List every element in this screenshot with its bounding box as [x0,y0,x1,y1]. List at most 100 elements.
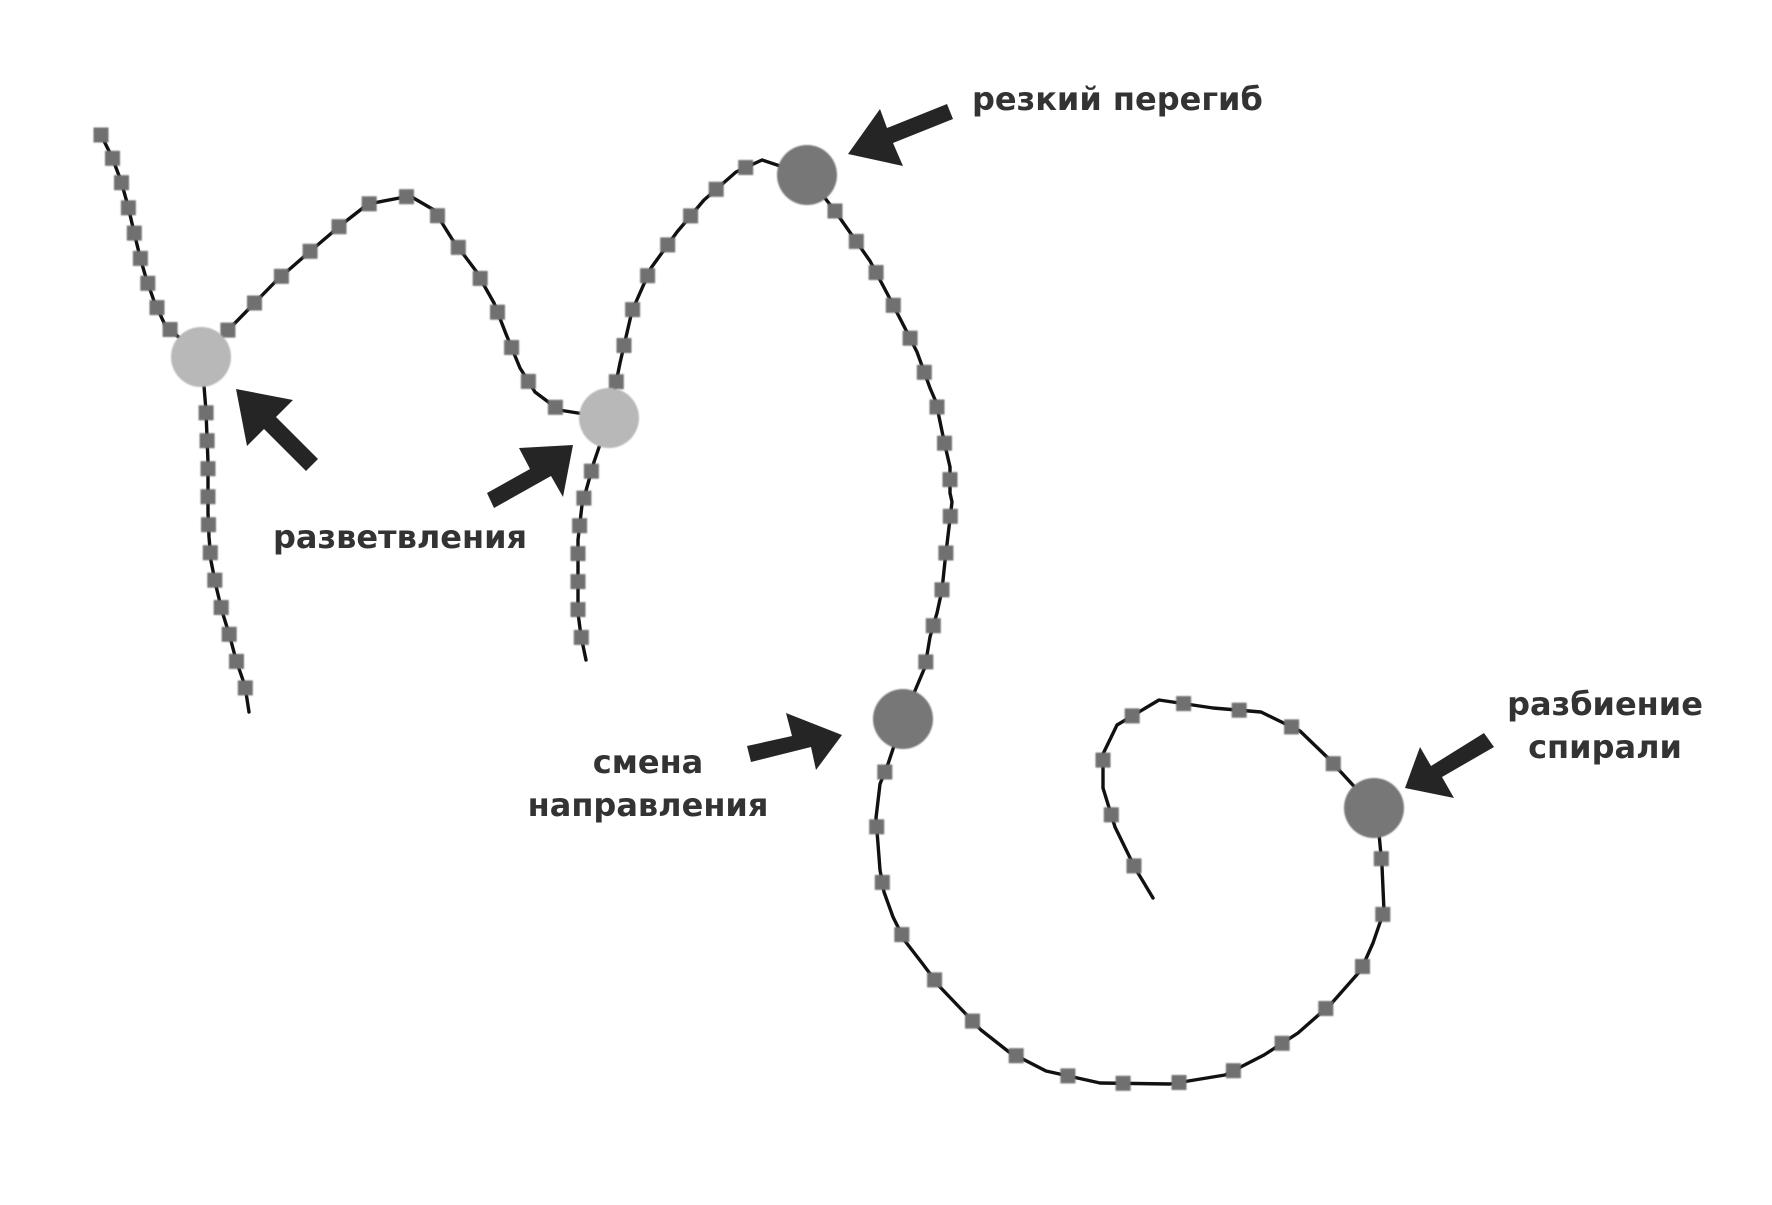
arrow-icon [236,389,318,471]
arrow-icon [1405,733,1494,798]
sample-marker [877,764,893,780]
label-sharp-bend: резкий перегиб [972,80,1263,118]
sample-marker [1225,1063,1241,1079]
sample-marker [738,160,754,175]
sample-marker [120,200,136,216]
sample-marker [126,225,142,241]
sample-marker [916,364,932,380]
sample-marker [942,472,958,488]
sample-marker [331,219,347,235]
arrow-icon [487,445,573,508]
sample-marker [965,1013,980,1029]
sample-marker [902,330,918,346]
sample-marker [201,517,216,533]
sample-marker [1008,1048,1024,1064]
sample-marker [199,433,215,449]
sample-marker [925,618,941,634]
arrow-icon [747,713,842,770]
sample-marker [570,546,586,562]
sample-marker [934,582,950,598]
sample-marker [660,237,676,253]
sample-marker [520,373,536,389]
sample-markers [93,127,1391,1091]
sample-marker [894,927,910,943]
sample-marker [1126,858,1142,874]
sample-marker [472,270,488,286]
sample-marker [942,508,958,524]
sample-marker [874,874,890,890]
sample-marker [608,374,624,390]
sample-marker [1171,1075,1187,1090]
sample-marker [927,972,943,988]
sample-marker [868,265,884,280]
sample-marker [198,405,214,421]
sample-marker [937,435,952,451]
sample-marker [450,239,466,255]
curve-strokes [99,133,1386,1086]
direction-change-node [873,689,933,749]
sample-marker [105,150,120,166]
branch-node-left [171,327,231,387]
sample-marker [221,626,237,642]
sample-marker [1284,719,1300,735]
sample-marker [114,175,129,191]
sample-marker [162,322,178,337]
sample-marker [361,196,377,212]
key-nodes [171,145,1404,838]
sharp-bend-node [777,145,837,205]
sample-marker [1115,1075,1131,1091]
sample-marker [848,233,864,249]
sample-marker [708,181,724,197]
sample-marker [1231,702,1247,718]
sample-marker [918,654,934,670]
sample-marker [149,300,165,316]
middle-lower-branch-stroke [576,416,611,662]
sample-marker [237,680,253,696]
sample-marker [220,322,236,338]
branch-node-middle [579,388,639,448]
pointer-arrows [236,104,1494,798]
sample-marker [504,340,520,355]
label-branching: разветвления [273,518,527,556]
sample-marker [229,653,244,669]
sample-marker [1274,1035,1290,1051]
sample-marker [93,127,109,143]
sample-marker [273,268,289,284]
sample-marker [570,602,586,618]
arrow-icon [848,104,953,166]
sample-marker [929,399,945,415]
sample-marker [202,545,218,561]
sample-marker [570,574,586,590]
sample-marker [547,399,563,415]
label-direction-change-line1: смена [593,743,704,781]
sample-marker [827,203,843,219]
sample-marker [1095,752,1111,768]
sample-marker [576,490,592,506]
sample-marker [1318,1001,1334,1016]
sample-marker [572,518,588,534]
labels: резкий перегиб разветвления смена направ… [273,80,1703,824]
spiral-split-node [1344,778,1404,838]
sample-marker [213,600,229,615]
sample-marker [938,545,954,561]
sample-marker [490,304,505,320]
sample-marker [640,268,656,284]
sample-marker [132,250,148,266]
sample-marker [399,189,414,205]
spiral-stroke [874,698,1386,1086]
sample-marker [1375,906,1391,922]
sample-marker [573,629,589,645]
sample-marker [200,489,216,505]
left-upper-branch-stroke [99,133,203,359]
sample-marker [616,338,632,353]
sample-marker [1325,756,1341,772]
sample-marker [583,463,599,479]
sample-marker [140,275,156,291]
sample-marker [430,208,445,224]
label-direction-change-line2: направления [528,786,769,824]
sample-marker [207,572,223,588]
sample-marker [885,297,901,313]
sample-marker [1176,696,1192,712]
label-spiral-split-line1: разбиение [1507,685,1703,723]
